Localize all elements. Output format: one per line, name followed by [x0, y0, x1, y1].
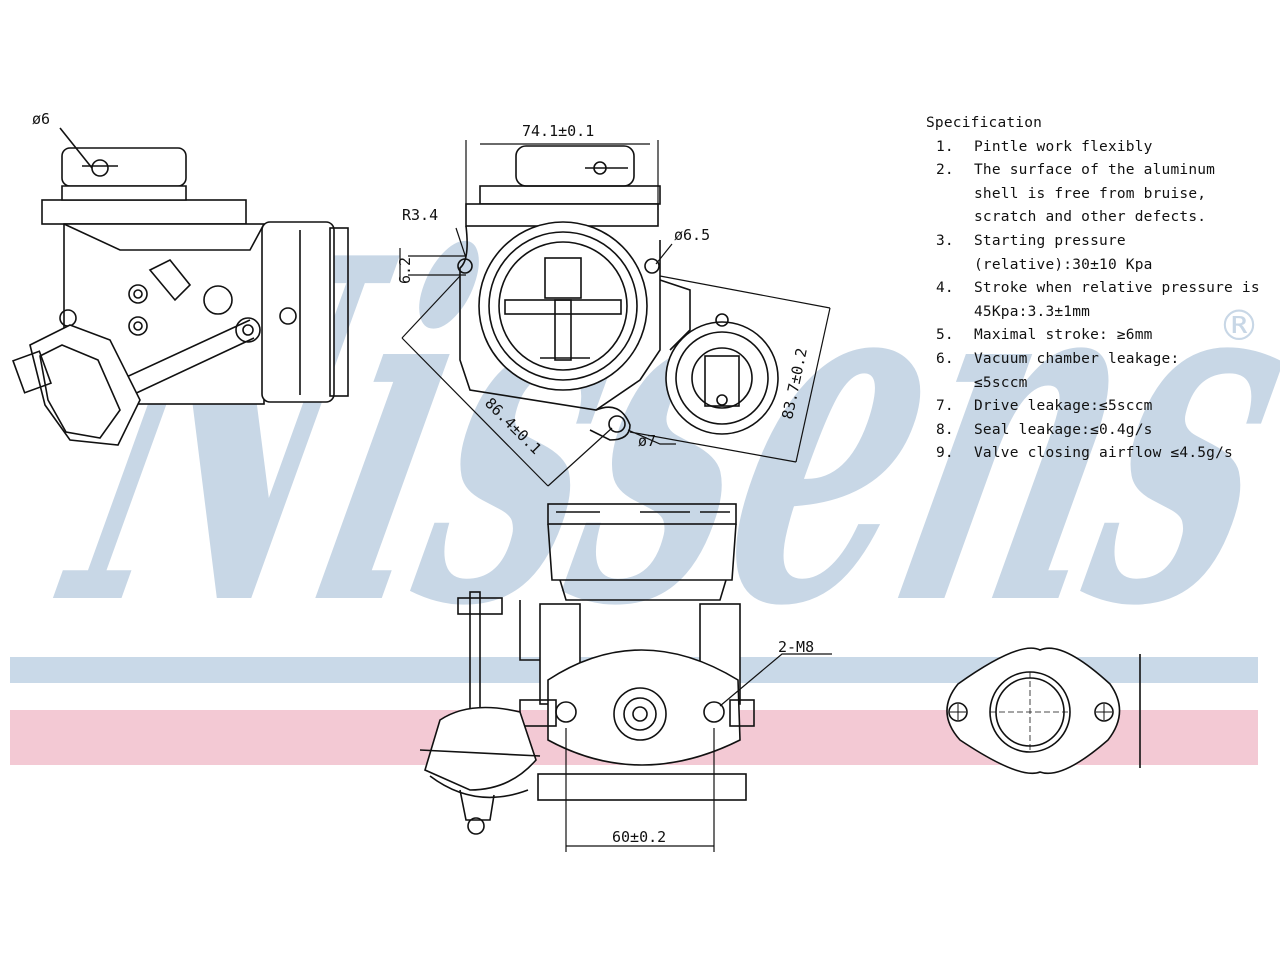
dim-pin-diameter: ø6: [32, 110, 50, 128]
dim-bolt-hole: ø7: [638, 432, 656, 450]
registered-mark: ®: [1218, 301, 1260, 350]
specification-item: 3. Starting pressure (relative):30±10 Kpa: [926, 230, 1276, 277]
specification-item-number: 1.: [936, 138, 954, 155]
specification-item-text: Drive leakage:≤5sccm: [974, 398, 1153, 415]
specification-item: 4. Stroke when relative pressure is 45Kpa…: [926, 277, 1276, 324]
dim-top-width: 74.1±0.1: [522, 122, 594, 140]
dim-flange-width: 60±0.2: [612, 828, 666, 846]
specification-item: 2. The surface of the aluminum shell is f…: [926, 159, 1276, 230]
specification-item: 7. Drive leakage:≤5sccm: [926, 395, 1276, 419]
bottom-view: [419, 503, 755, 835]
dim-radius: R3.4: [402, 206, 438, 224]
specification-item-text: The surface of the aluminum shell is fre…: [974, 162, 1216, 226]
specification-item: 8. Seal leakage:≤0.4g/s: [926, 419, 1276, 443]
dim-thread: 2-M8: [778, 638, 814, 656]
specification-item-number: 6.: [936, 350, 954, 367]
specification-item-text: Valve closing airflow ≤4.5g/s: [974, 445, 1233, 462]
dim-hole-diameter: ø6.5: [674, 226, 710, 244]
specification-title: Specification: [926, 115, 1043, 131]
specification-item-text: Stroke when relative pressure is 45Kpa:3…: [974, 280, 1260, 320]
specification-item: 6. Vacuum chamber leakage: ≤5sccm: [926, 348, 1276, 395]
bottom-dimension-lines: [565, 653, 832, 852]
specification-item: 5. Maximal stroke: ≥6mm: [926, 324, 1276, 348]
front-view: [457, 145, 779, 441]
gasket-view: [946, 647, 1141, 775]
specification-item-number: 4.: [936, 280, 954, 297]
specification-item-number: 2.: [936, 162, 954, 179]
specification-item-number: 5.: [936, 327, 954, 344]
specification-item-number: 7.: [936, 398, 954, 415]
dim-offset: 6.2: [396, 257, 414, 284]
specification-block: Specification 1. Pintle work flexibly 2. Th…: [926, 112, 1276, 466]
specification-item-text: Pintle work flexibly: [974, 138, 1153, 155]
front-dimension-lines: [399, 140, 831, 487]
specification-item: 9. Valve closing airflow ≤4.5g/s: [926, 442, 1276, 466]
specification-item-text: Seal leakage:≤0.4g/s: [974, 421, 1153, 438]
specification-item: 1. Pintle work flexibly: [926, 136, 1276, 160]
specification-item-number: 8.: [936, 421, 954, 438]
specification-item-text: Vacuum chamber leakage: ≤5sccm: [974, 350, 1180, 391]
specification-item-number: 9.: [936, 445, 954, 462]
specification-item-text: Starting pressure (relative):30±10 Kpa: [974, 232, 1153, 273]
side-view: [12, 147, 349, 446]
dim-leader-pin: [59, 127, 93, 169]
specification-item-text: Maximal stroke: ≥6mm: [974, 327, 1153, 344]
specification-list: 1. Pintle work flexibly 2. The surface of t…: [926, 136, 1276, 466]
specification-item-number: 3.: [936, 232, 954, 249]
